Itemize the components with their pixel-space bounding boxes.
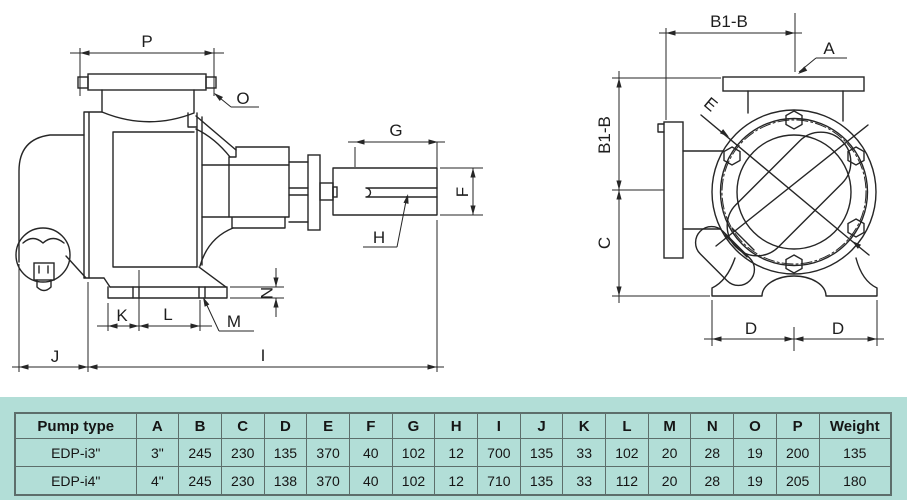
col-header-i: I xyxy=(477,412,521,439)
col-header-weight: Weight xyxy=(818,412,892,439)
col-header-f: F xyxy=(348,412,393,439)
cell: 33 xyxy=(562,466,607,496)
cell: 12 xyxy=(434,466,478,496)
cell: 370 xyxy=(306,438,350,467)
col-header-c: C xyxy=(220,412,265,439)
dim-label-k: K xyxy=(116,306,128,325)
cell: 20 xyxy=(647,466,692,496)
col-header-h: H xyxy=(434,412,478,439)
end-view-labels: B1-B A E B1-B C D D xyxy=(595,12,844,338)
cell: 102 xyxy=(391,466,436,496)
cell: 12 xyxy=(434,438,478,467)
cell-pump-type: EDP-i3" xyxy=(14,438,137,467)
dim-label-d-right: D xyxy=(832,319,844,338)
dim-label-g: G xyxy=(389,121,402,140)
cell: 710 xyxy=(477,466,521,496)
dim-label-o: O xyxy=(236,89,249,108)
dim-label-m: M xyxy=(227,312,241,331)
cell: 3" xyxy=(135,438,180,467)
table-row-edp-i3: EDP-i3" 3" 245 230 135 370 40 102 12 700… xyxy=(14,438,892,467)
col-header-k: K xyxy=(562,412,607,439)
dim-label-n: N xyxy=(257,287,276,299)
dim-label-f: F xyxy=(453,187,472,197)
cell: 230 xyxy=(220,438,265,467)
cell: 40 xyxy=(348,466,393,496)
side-view xyxy=(15,73,438,299)
cell: 230 xyxy=(220,466,265,496)
cell: 700 xyxy=(477,438,521,467)
cell: 19 xyxy=(733,438,777,467)
col-header-n: N xyxy=(690,412,735,439)
col-header-m: M xyxy=(647,412,692,439)
table-header-row: Pump type A B C D E F G H I J K L M N O … xyxy=(14,412,892,439)
col-header-g: G xyxy=(391,412,436,439)
col-header-a: A xyxy=(135,412,180,439)
dim-label-c: C xyxy=(595,237,614,249)
dim-label-p: P xyxy=(141,32,152,51)
cell: 33 xyxy=(562,438,607,467)
dim-label-b1b-top: B1-B xyxy=(710,12,748,31)
dim-label-a: A xyxy=(823,39,835,58)
col-header-pump-type: Pump type xyxy=(14,412,137,439)
cell-weight: 180 xyxy=(818,466,892,496)
cell: 28 xyxy=(690,438,735,467)
cell: 19 xyxy=(733,466,777,496)
cell: 40 xyxy=(348,438,393,467)
side-view-dimensions xyxy=(12,48,483,372)
end-view xyxy=(657,76,878,297)
side-view-labels: P O G F H N K L M J I xyxy=(51,32,472,366)
cell-pump-type: EDP-i4" xyxy=(14,466,137,496)
cell: 20 xyxy=(647,438,692,467)
col-header-e: E xyxy=(306,412,350,439)
cell: 205 xyxy=(775,466,820,496)
cell: 245 xyxy=(178,438,222,467)
col-header-p: P xyxy=(775,412,820,439)
col-header-b: B xyxy=(178,412,222,439)
cell: 112 xyxy=(605,466,649,496)
cell: 200 xyxy=(775,438,820,467)
cell: 135 xyxy=(519,438,564,467)
dimension-table: Pump type A B C D E F G H I J K L M N O … xyxy=(14,412,892,496)
table-row-edp-i4: EDP-i4" 4" 245 230 138 370 40 102 12 710… xyxy=(14,466,892,496)
cell: 4" xyxy=(135,466,180,496)
cell: 370 xyxy=(306,466,350,496)
dim-label-j: J xyxy=(51,347,60,366)
flange-bolts xyxy=(723,110,865,274)
cell: 28 xyxy=(690,466,735,496)
cell: 138 xyxy=(263,466,308,496)
dim-label-b1b-side: B1-B xyxy=(595,116,614,154)
dim-label-e: E xyxy=(700,93,721,115)
dim-label-d-left: D xyxy=(745,319,757,338)
dim-label-i: I xyxy=(261,346,266,365)
technical-drawing: P O G F H N K L M J I xyxy=(12,12,884,372)
dim-label-l: L xyxy=(163,305,172,324)
cell: 245 xyxy=(178,466,222,496)
col-header-l: L xyxy=(605,412,649,439)
col-header-d: D xyxy=(263,412,308,439)
cell: 135 xyxy=(519,466,564,496)
dim-label-h: H xyxy=(373,228,385,247)
cell: 135 xyxy=(263,438,308,467)
cell-weight: 135 xyxy=(818,438,892,467)
side-view-arrowheads xyxy=(19,50,476,370)
col-header-o: O xyxy=(733,412,777,439)
cell: 102 xyxy=(605,438,649,467)
cell: 102 xyxy=(391,438,436,467)
col-header-j: J xyxy=(519,412,564,439)
end-view-arrowheads xyxy=(616,30,877,342)
